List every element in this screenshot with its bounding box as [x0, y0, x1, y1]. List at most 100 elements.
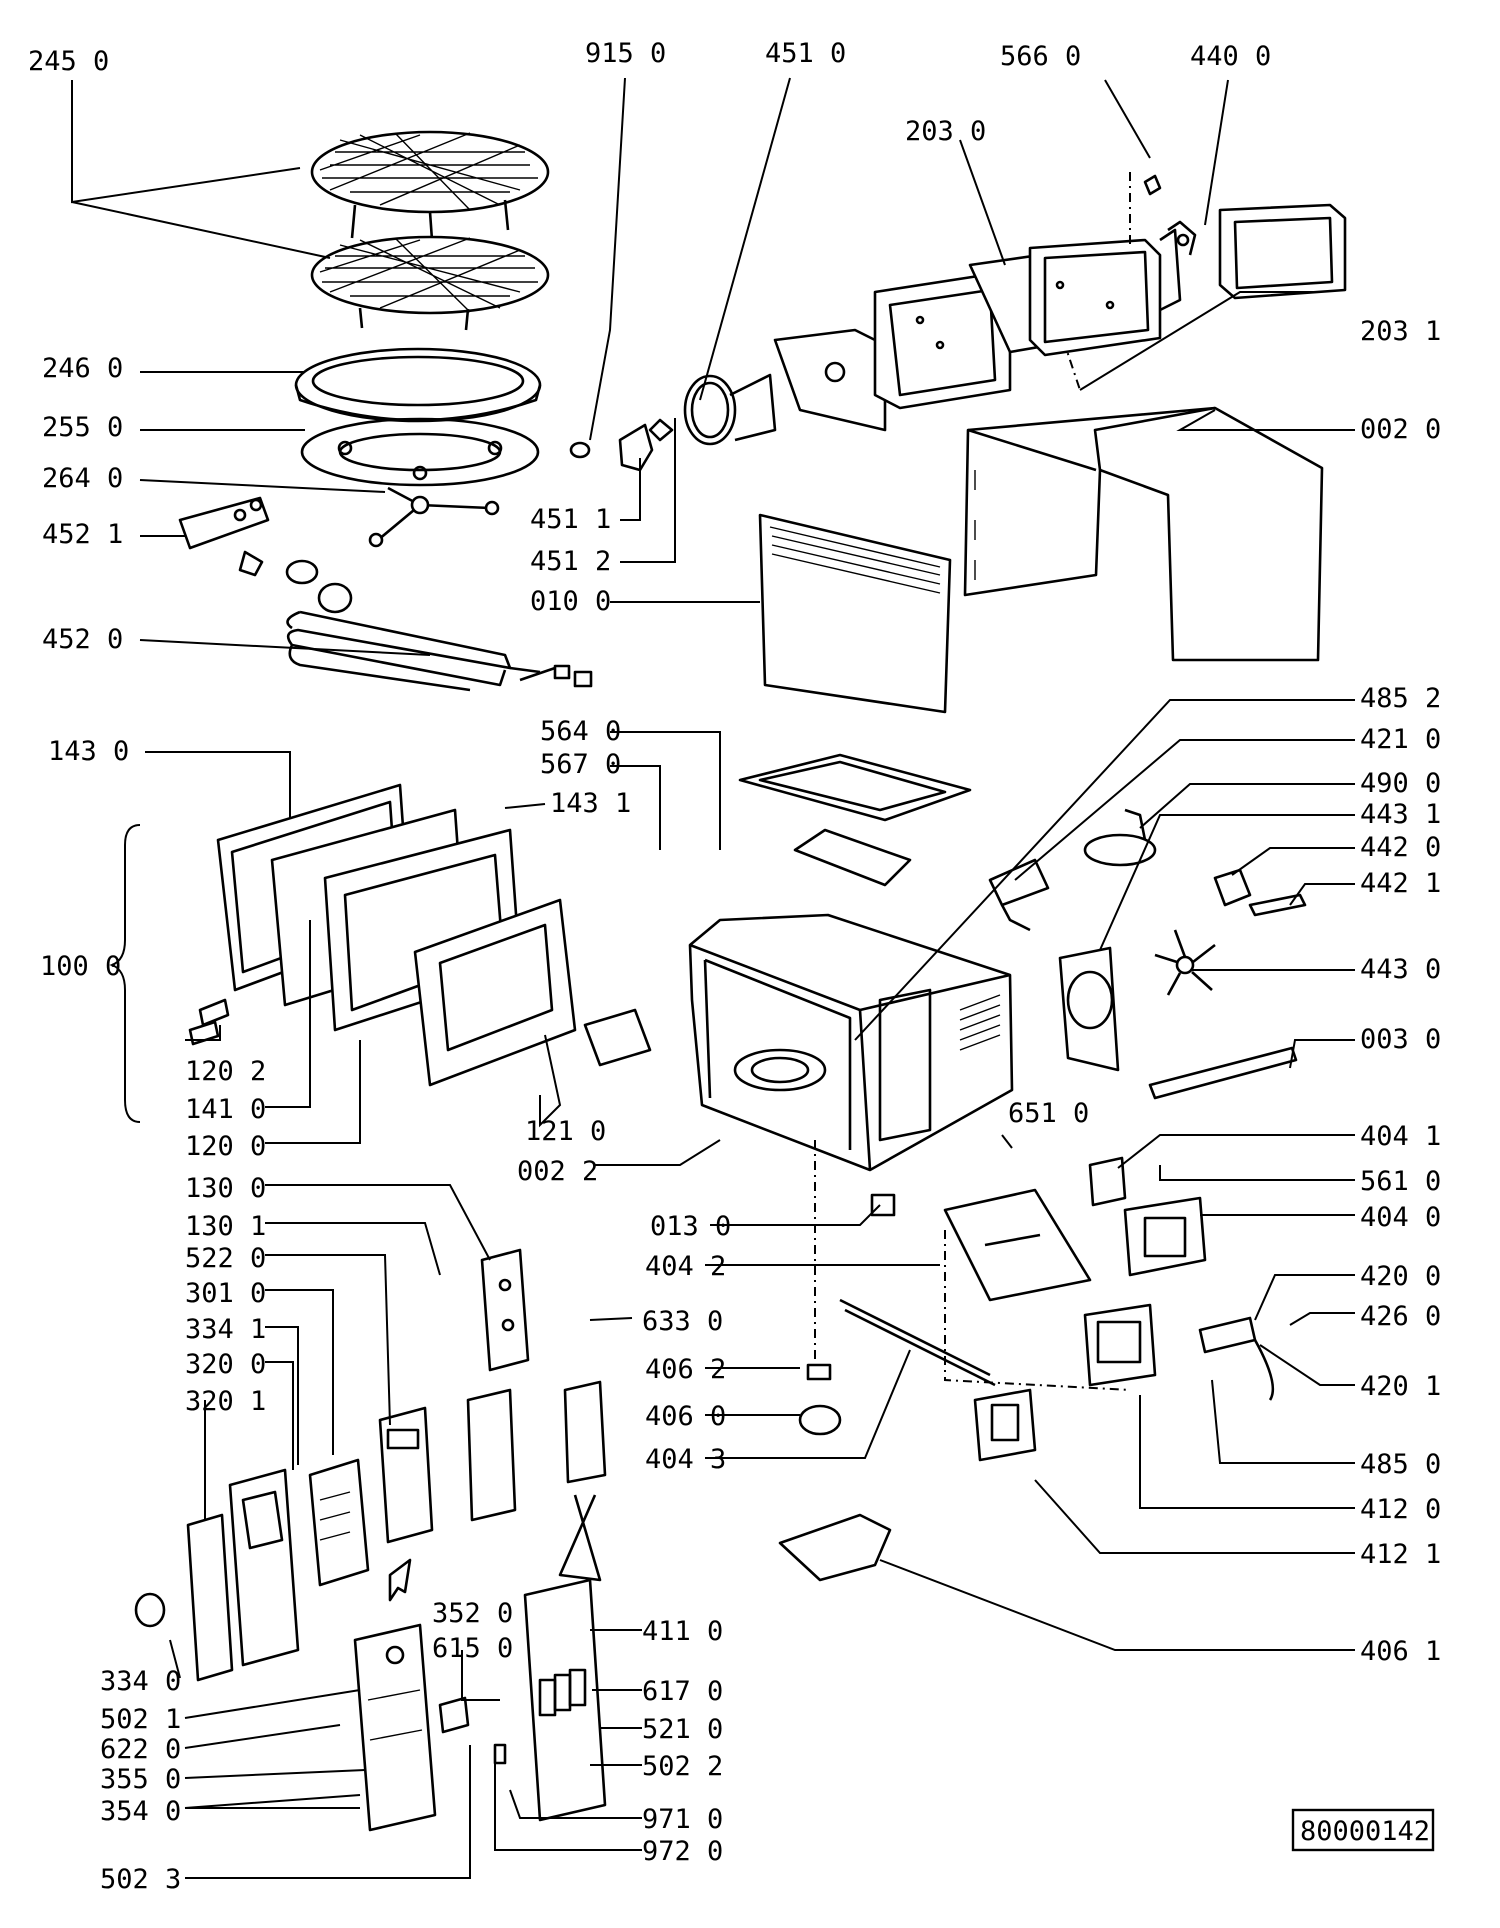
- part-label-564_0: 564 0: [540, 716, 621, 747]
- part-label-002_2: 002 2: [517, 1156, 598, 1187]
- buzzer: [438, 1696, 470, 1734]
- part-label-255_0: 255 0: [42, 412, 123, 443]
- part-label-443_1: 443 1: [1360, 799, 1441, 830]
- assembly-arrow: [388, 1558, 412, 1602]
- waveguide-frame-rear: [1028, 238, 1162, 357]
- part-label-972_0: 972 0: [642, 1836, 723, 1867]
- part-label-121_0: 121 0: [525, 1116, 606, 1147]
- part-label-354_0: 354 0: [100, 1796, 181, 1827]
- part-label-301_0: 301 0: [185, 1278, 266, 1309]
- part-label-120_0: 120 0: [185, 1131, 266, 1162]
- document-number-box: 80000142: [1291, 1808, 1435, 1852]
- part-label-120_2: 120 2: [185, 1056, 266, 1087]
- part-label-412_1: 412 1: [1360, 1539, 1441, 1570]
- part-label-452_1: 452 1: [42, 519, 123, 550]
- part-label-567_0: 567 0: [540, 749, 621, 780]
- turntable-motor: [798, 1363, 842, 1436]
- turntable-coupler: [368, 486, 500, 548]
- part-label-502_1: 502 1: [100, 1704, 181, 1735]
- base-stirrer-strip: [839, 1298, 996, 1387]
- part-label-246_0: 246 0: [42, 353, 123, 384]
- power-cord: [1083, 808, 1157, 867]
- part-label-203_1: 203 1: [1360, 316, 1441, 347]
- fan-motor-mount: [1159, 220, 1197, 312]
- part-label-522_0: 522 0: [185, 1243, 266, 1274]
- part-label-651_0: 651 0: [1008, 1098, 1089, 1129]
- part-label-013_0: 013 0: [650, 1211, 731, 1242]
- part-labels: 245 0 915 0 451 0 566 0 440 0 203 0 203 …: [28, 38, 1441, 1895]
- part-label-130_0: 130 0: [185, 1173, 266, 1204]
- grill-rack-upper: [310, 130, 550, 241]
- leader-lines: [71, 77, 1355, 1879]
- part-label-320_1: 320 1: [185, 1386, 266, 1417]
- part-label-615_0: 615 0: [432, 1633, 513, 1664]
- cavity-top-plate: [738, 753, 972, 822]
- door-latch-hooks: [188, 998, 230, 1046]
- part-label-442_0: 442 0: [1360, 832, 1441, 863]
- part-label-420_0: 420 0: [1360, 1261, 1441, 1292]
- fan-blade: [1154, 929, 1216, 996]
- outer-casing: [963, 406, 1324, 662]
- front-panel: [758, 513, 952, 714]
- part-label-426_0: 426 0: [1360, 1301, 1441, 1332]
- oven-cavity-chassis: [688, 913, 1014, 1172]
- part-label-320_0: 320 0: [185, 1349, 266, 1380]
- part-label-404_1: 404 1: [1360, 1121, 1441, 1152]
- part-label-485_0: 485 0: [1360, 1449, 1441, 1480]
- cable-tie: [558, 1494, 602, 1582]
- part-label-203_0: 203 0: [905, 116, 986, 147]
- door-hinge: [583, 1008, 652, 1067]
- fan-motor-bracket: [1248, 893, 1307, 917]
- glass-turntable: [294, 347, 542, 423]
- part-label-502_2: 502 2: [642, 1751, 723, 1782]
- part-label-443_0: 443 0: [1360, 954, 1441, 985]
- part-label-404_3: 404 3: [645, 1444, 726, 1475]
- part-label-411_0: 411 0: [642, 1616, 723, 1647]
- transformer-bracket: [1088, 1156, 1127, 1207]
- part-label-334_0: 334 0: [100, 1666, 181, 1697]
- part-label-421_0: 421 0: [1360, 724, 1441, 755]
- part-label-485_2: 485 2: [1360, 683, 1441, 714]
- document-number: 80000142: [1300, 1816, 1430, 1847]
- part-label-355_0: 355 0: [100, 1764, 181, 1795]
- part-label-245_0: 245 0: [28, 46, 109, 77]
- part-label-490_0: 490 0: [1360, 768, 1441, 799]
- part-label-521_0: 521 0: [642, 1714, 723, 1745]
- part-label-561_0: 561 0: [1360, 1166, 1441, 1197]
- cavity-guide-bracket: [943, 1188, 1092, 1302]
- part-label-010_0: 010 0: [530, 586, 611, 617]
- membrane-keypad: [378, 1406, 434, 1544]
- capacitor: [988, 858, 1050, 932]
- control-panel-frame: [228, 1468, 300, 1667]
- part-label-452_0: 452 0: [42, 624, 123, 655]
- part-label-915_0: 915 0: [585, 38, 666, 69]
- grill-rack-lower: [310, 235, 550, 331]
- magnetron: [1083, 1303, 1157, 1387]
- fuse-clip-566: [1143, 174, 1162, 196]
- part-label-622_0: 622 0: [100, 1734, 181, 1765]
- part-label-352_0: 352 0: [432, 1598, 513, 1629]
- part-label-406_0: 406 0: [645, 1401, 726, 1432]
- high-voltage-diode: [1198, 1316, 1275, 1401]
- fan-housing-ring: [1218, 203, 1347, 300]
- control-circuit-board-front: [308, 1458, 370, 1587]
- part-label-003_0: 003 0: [1360, 1024, 1441, 1055]
- door-choke: [413, 898, 577, 1087]
- bottom-cover: [778, 1513, 892, 1582]
- part-label-440_0: 440 0: [1190, 41, 1271, 72]
- stirrer-assembly: [569, 328, 887, 472]
- part-label-412_0: 412 0: [1360, 1494, 1441, 1525]
- part-label-002_0: 002 0: [1360, 414, 1441, 445]
- roller-ring: [300, 417, 540, 487]
- fan-motor: [1213, 868, 1252, 907]
- part-label-334_1: 334 1: [185, 1314, 266, 1345]
- support-bar: [1148, 1046, 1298, 1100]
- foot: [870, 1193, 896, 1217]
- part-label-143_1: 143 1: [550, 788, 631, 819]
- fan-duct: [1058, 946, 1120, 1072]
- part-label-141_0: 141 0: [185, 1094, 266, 1125]
- part-label-451_2: 451 2: [530, 546, 611, 577]
- part-label-404_0: 404 0: [1360, 1202, 1441, 1233]
- part-label-264_0: 264 0: [42, 463, 123, 494]
